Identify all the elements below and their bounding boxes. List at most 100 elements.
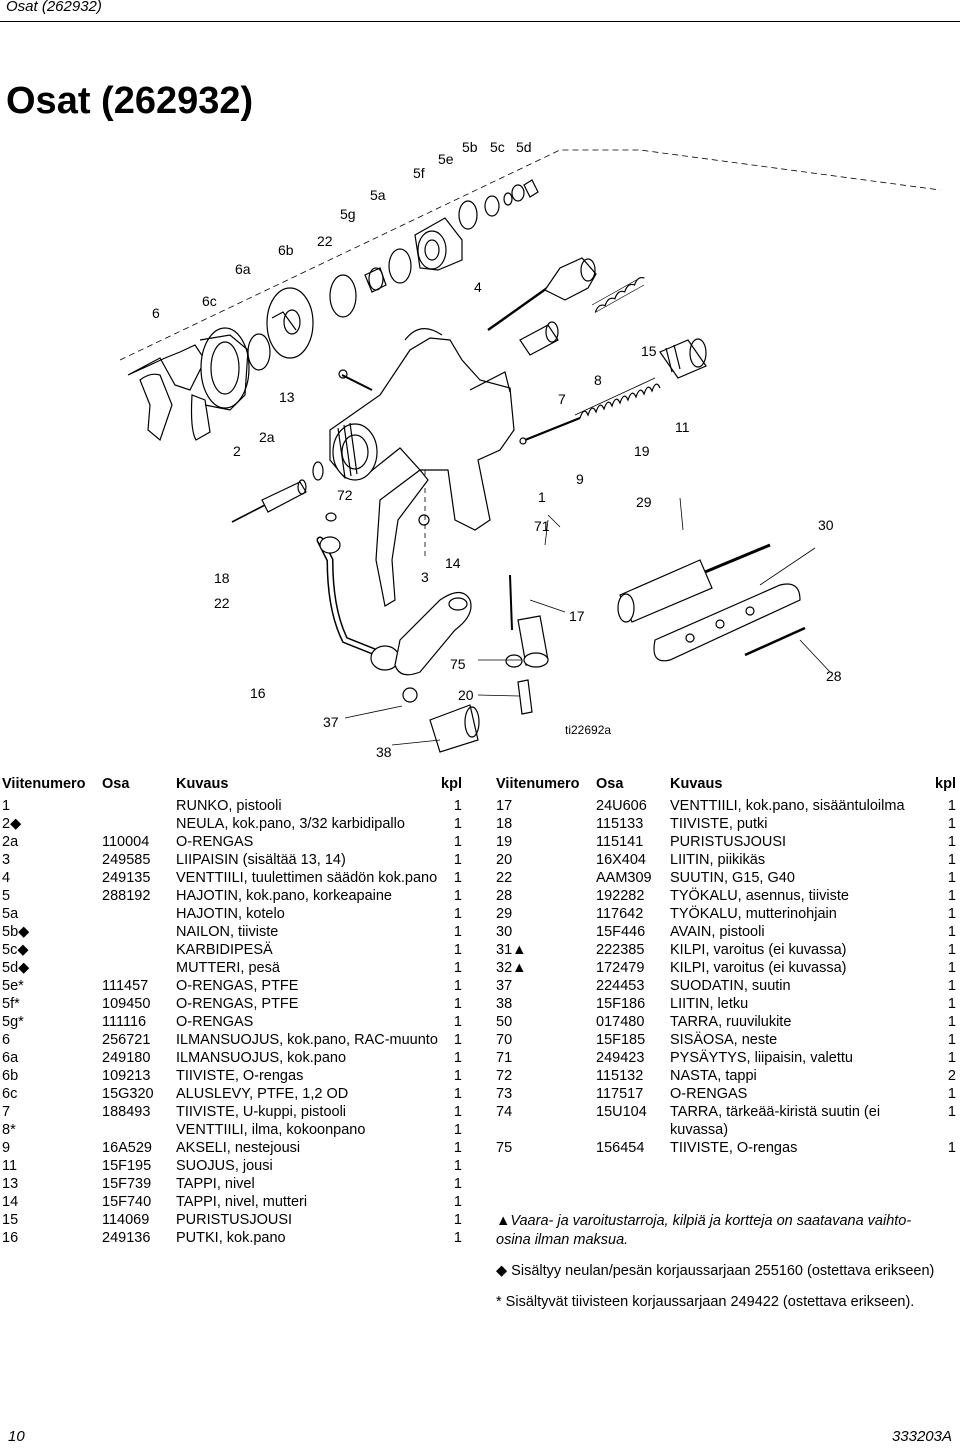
cell-part: 15F185 — [596, 1032, 646, 1048]
cell-qty: 1 — [947, 906, 956, 922]
gun-body-1 — [329, 328, 515, 531]
document-number: 333203A — [891, 1428, 952, 1445]
spring-cover-11 — [659, 338, 707, 379]
header-part: Osa — [596, 776, 624, 792]
cell-qty: 1 — [453, 852, 462, 868]
cell-part — [102, 905, 176, 923]
cell-ref: 5b◆ — [2, 924, 30, 940]
cell-ref: 18 — [496, 816, 513, 832]
cell-desc: PYSÄYTYS, liipaisin, valettu — [670, 1050, 853, 1066]
cell-part — [102, 941, 176, 959]
cell-part: 109450 — [102, 996, 151, 1012]
cell-desc: O-RENGAS — [670, 1086, 748, 1102]
cell-desc: NAILON, tiiviste — [176, 924, 279, 940]
cell-qty: 1 — [453, 870, 462, 886]
cell-desc: NASTA, tappi — [670, 1068, 757, 1084]
callout-6b: 6b — [278, 242, 294, 258]
cell-qty: 1 — [947, 888, 956, 904]
header-ref: Viitenumero — [496, 776, 580, 792]
cell-part: 249136 — [102, 1230, 151, 1246]
cell-part: 15G320 — [102, 1086, 154, 1102]
cell-desc: O-RENGAS — [176, 1014, 254, 1030]
cell-ref: 22 — [496, 870, 513, 886]
callout-15: 15 — [641, 343, 657, 359]
callout-22-top: 22 — [317, 233, 333, 249]
filter-37 — [402, 687, 418, 703]
cell-desc: TAPPI, nivel, mutteri — [176, 1194, 308, 1210]
cell-qty: 1 — [453, 816, 462, 832]
cell-desc: HAJOTIN, kotelo — [176, 906, 285, 922]
trigger-3 — [375, 469, 429, 607]
cell-ref: 32▲ — [496, 960, 527, 976]
cell-ref: 29 — [496, 906, 513, 922]
cell-ref: 7 — [2, 1104, 11, 1120]
spring-15 — [594, 276, 645, 313]
cell-ref: 5c◆ — [2, 942, 29, 958]
callout-37: 37 — [323, 714, 339, 730]
cell-qty: 2 — [947, 1068, 956, 1084]
callout-28: 28 — [826, 668, 842, 684]
cell-qty: 1 — [453, 798, 462, 814]
header-qty: kpl — [441, 776, 462, 792]
cell-ref: 5d◆ — [2, 960, 30, 976]
cell-part: 115141 — [596, 834, 644, 850]
cell-desc: O-RENGAS, PTFE — [176, 996, 299, 1012]
cell-ref: 72 — [496, 1068, 513, 1084]
table-header-row: Viitenumero Osa Kuvaus kpl — [496, 771, 956, 797]
u-cup-7 — [519, 324, 559, 356]
callout-5e: 5e — [438, 151, 454, 167]
cell-ref: 6 — [2, 1032, 11, 1048]
cell-ref: 14 — [2, 1194, 19, 1210]
cell-ref: 16 — [2, 1230, 19, 1246]
cell-ref: 37 — [496, 978, 513, 994]
cell-part — [102, 797, 176, 815]
exploded-parts-diagram: 6 6c 6a 6b 22 5g 5a 5f 5e 5b 5c 5d 4 15 … — [119, 139, 941, 760]
cell-desc: LIITIN, letku — [670, 996, 749, 1012]
cell-desc: LIIPAISIN (sisältää 13, 14) — [176, 852, 346, 868]
cell-desc: KARBIDIPESÄ — [176, 942, 273, 958]
cell-qty: 1 — [947, 942, 956, 958]
cell-desc: PURISTUSJOUSI — [176, 1212, 293, 1228]
callout-16: 16 — [250, 685, 266, 701]
cell-ref: 5g* — [2, 1014, 24, 1030]
cell-part: 192282 — [596, 888, 645, 904]
callout-7: 7 — [558, 391, 566, 407]
cell-qty: 1 — [947, 960, 956, 976]
cell-part: 172479 — [596, 960, 645, 976]
cell-ref: 13 — [2, 1176, 19, 1192]
cell-desc: SUUTIN, G15, G40 — [670, 870, 795, 886]
cell-ref: 17 — [496, 798, 513, 814]
cell-part — [102, 959, 176, 977]
cell-part: 15F186 — [596, 996, 646, 1012]
diffuser-housing-5a — [414, 217, 463, 271]
cell-qty: 1 — [947, 1032, 956, 1048]
callout-71: 71 — [534, 518, 550, 534]
note-warning-labels: ▲Vaara- ja varoitustarroja, kilpiä ja ko… — [496, 1213, 912, 1248]
cell-qty: 1 — [947, 996, 956, 1012]
cell-desc: ILMANSUOJUS, kok.pano, RAC-muunto — [176, 1032, 438, 1048]
callout-8: 8 — [594, 372, 602, 388]
cell-qty: 1 — [453, 888, 462, 904]
cell-desc: KILPI, varoitus (ei kuvassa) — [670, 960, 847, 976]
cell-ref: 5a — [2, 906, 19, 922]
cell-desc: LIITIN, piikikäs — [670, 852, 766, 868]
callout-6: 6 — [152, 305, 160, 321]
cell-desc: TIIVISTE, O-rengas — [176, 1068, 304, 1084]
cell-part: 15F740 — [102, 1194, 152, 1210]
cell-qty: 1 — [453, 834, 462, 850]
cell-ref: 9 — [2, 1140, 11, 1156]
cell-desc: TIIVISTE, U-kuppi, pistooli — [176, 1104, 347, 1120]
cell-desc: KILPI, varoitus (ei kuvassa) — [670, 942, 847, 958]
